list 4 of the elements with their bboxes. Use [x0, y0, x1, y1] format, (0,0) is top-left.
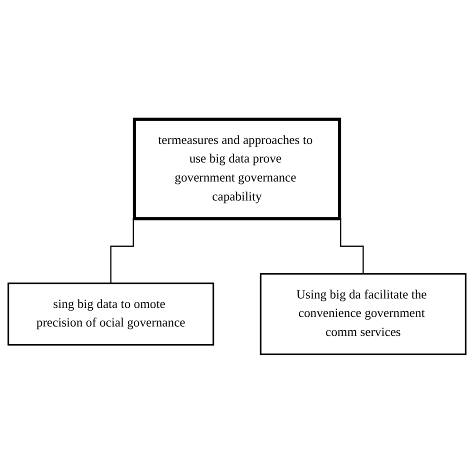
- node-box: [260, 273, 466, 356]
- node-box: [132, 118, 342, 220]
- tree-diagram: termeasures and approaches to use big data prove government governance capability sing big data to omote precision of ocial governance Using big da facilitate the convenience government comm services: [2, 113, 472, 361]
- node-box: [8, 282, 214, 346]
